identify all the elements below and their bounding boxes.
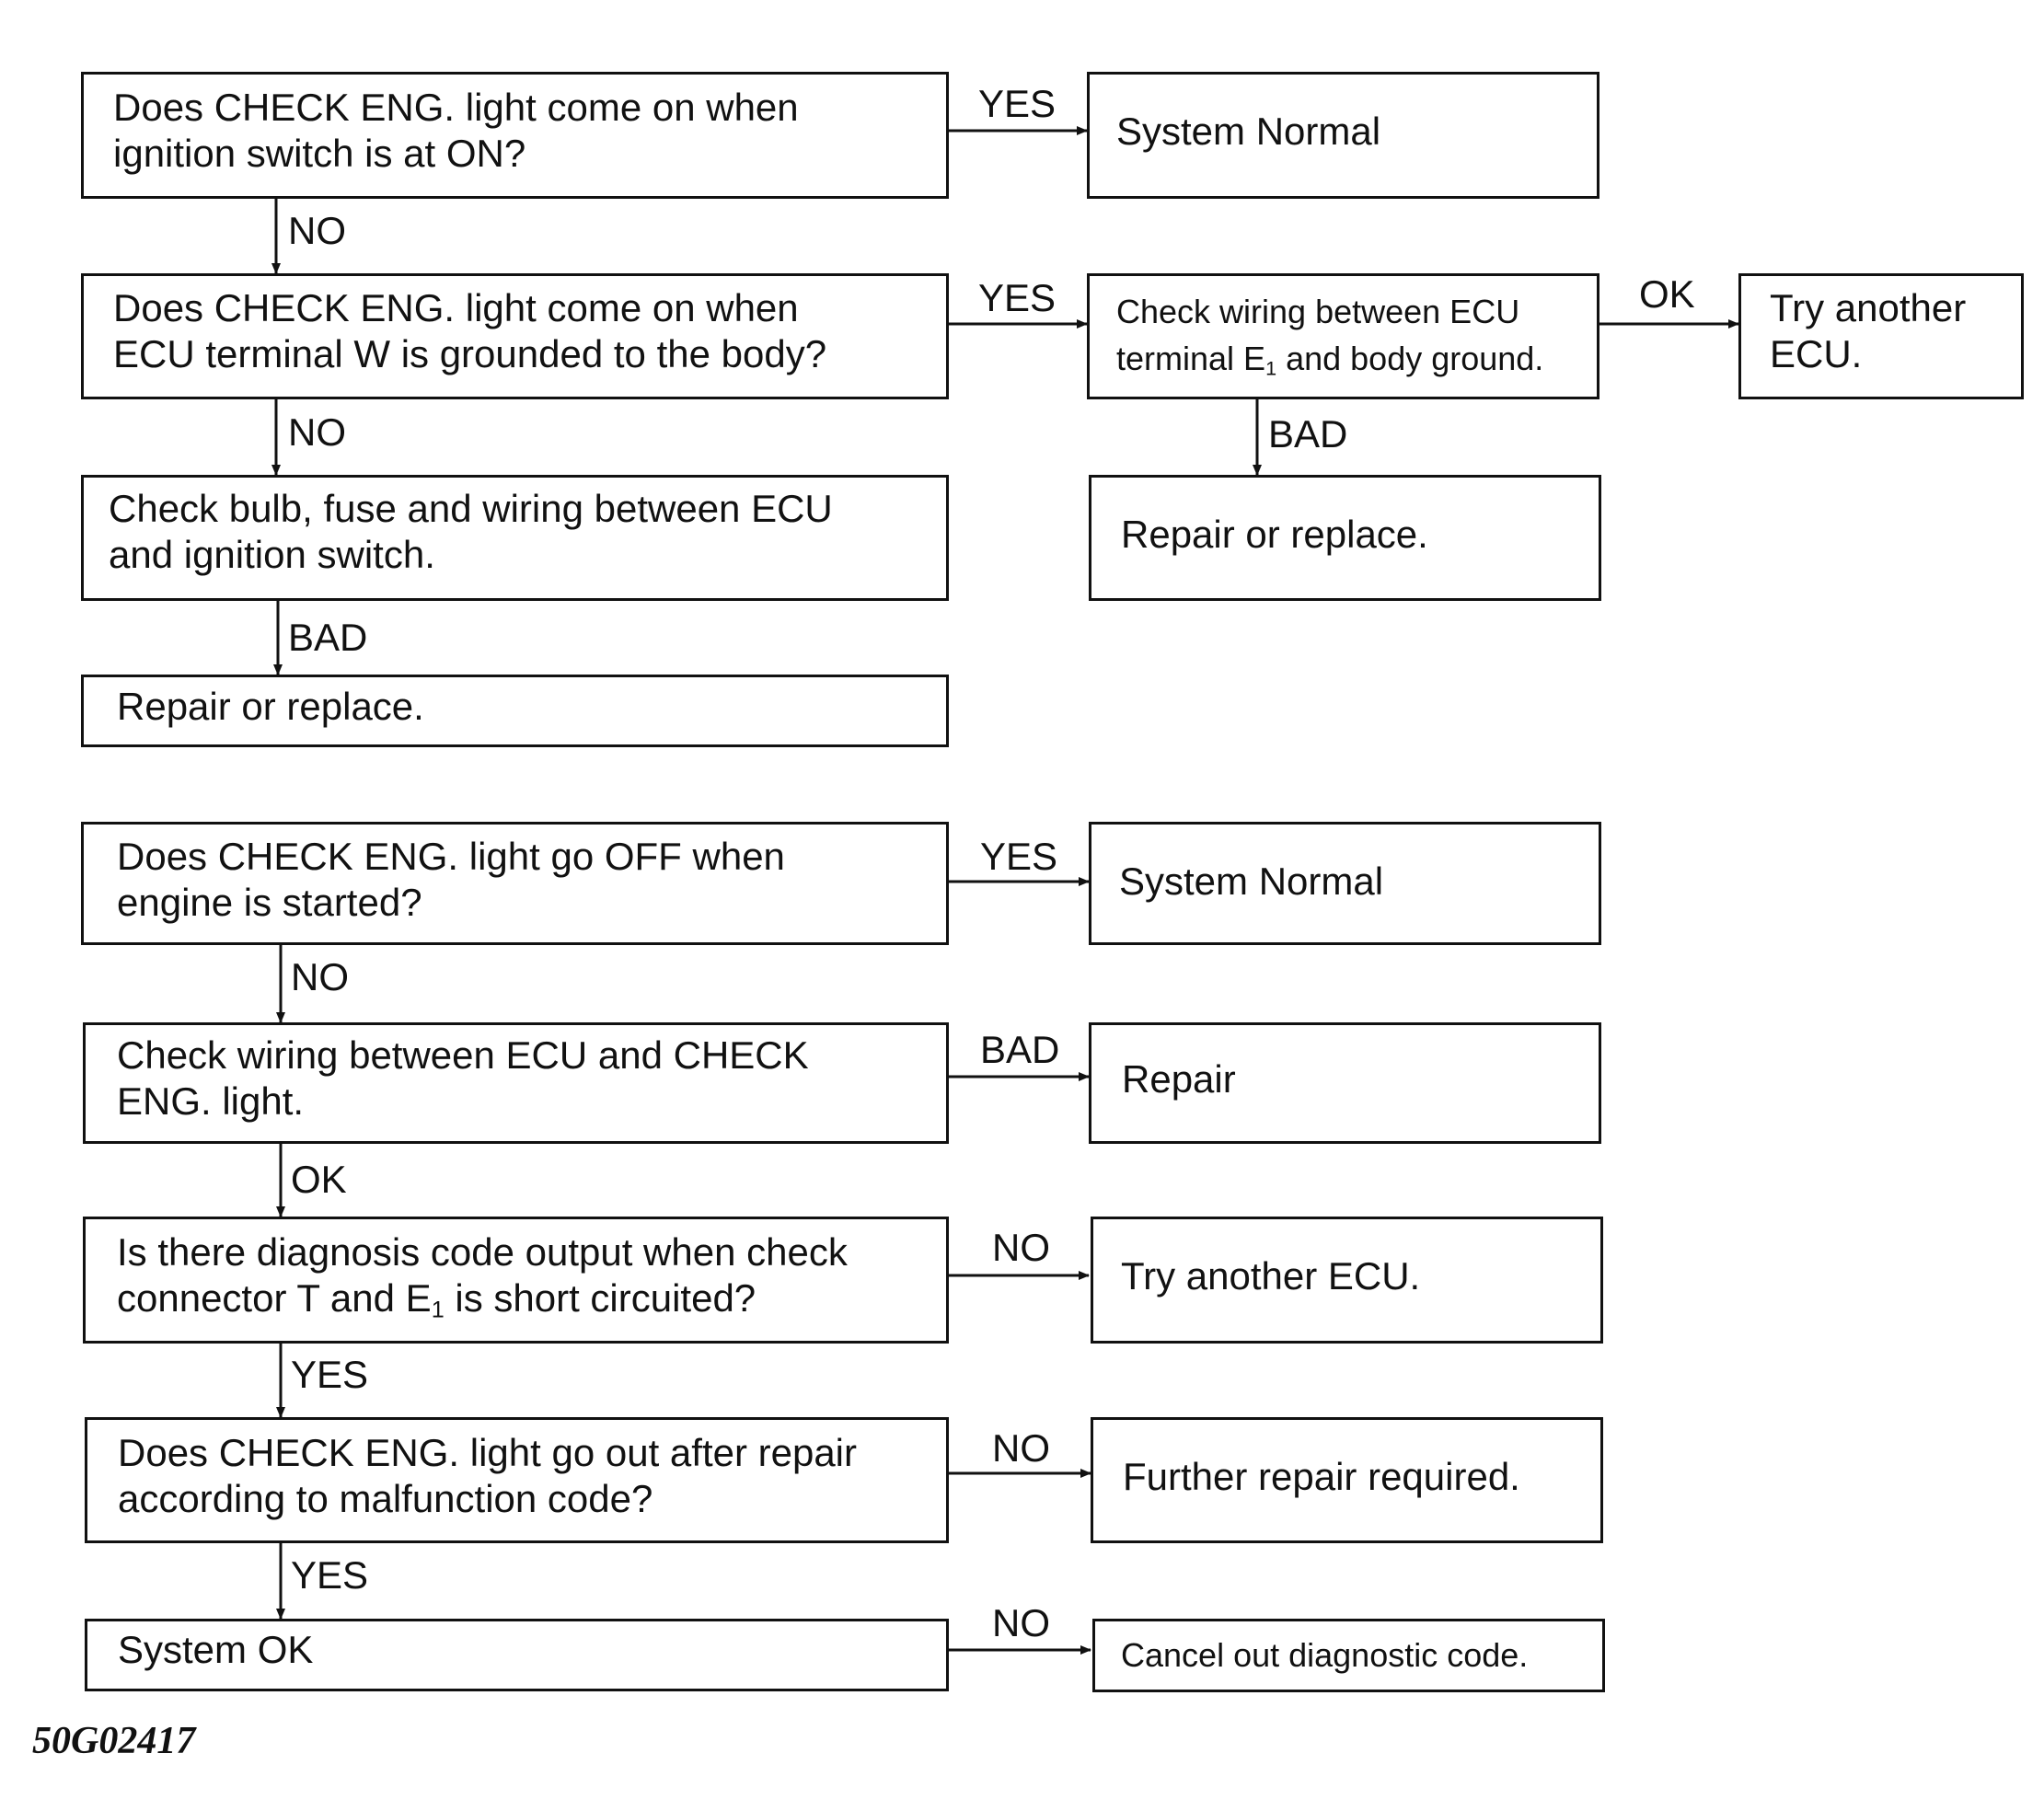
box-q4-diagnosis-code [83, 1217, 949, 1344]
try-ecu-1-line2: ECU. [1770, 332, 1863, 375]
label-wiring-bad: BAD [980, 1028, 1060, 1071]
box-system-normal-1 [1087, 72, 1599, 199]
label-q2-yes: YES [978, 276, 1057, 319]
box-repair [1089, 1022, 1601, 1144]
box-try-another-ecu-2 [1091, 1217, 1603, 1344]
label-q3-yes: YES [980, 835, 1058, 878]
box-system-ok [85, 1619, 949, 1691]
q1-line1: Does CHECK ENG. light come on when [113, 86, 799, 129]
box-q3-engine-started [81, 822, 949, 945]
check-e1-line1: Check wiring between ECU [1116, 293, 1520, 330]
box-q5-after-repair [85, 1417, 949, 1543]
q4-line2: connector T and E1 is short circuited? [117, 1275, 756, 1321]
try-ecu-1-line1: Try another [1770, 286, 1967, 329]
label-q5-yes: YES [291, 1553, 369, 1597]
box-check-e1-wiring [1087, 273, 1599, 399]
check-e1-line2-pre: terminal E [1116, 340, 1266, 377]
box-further-repair [1091, 1417, 1603, 1543]
label-q2-no: NO [288, 410, 346, 454]
q3-line2: engine is started? [117, 881, 422, 924]
repair-replace-left-text: Repair or replace. [117, 685, 424, 728]
system-ok-text: System OK [118, 1628, 314, 1671]
q4-line2-pre: connector T and E [117, 1276, 432, 1320]
check-bulb-line2: and ignition switch. [109, 533, 435, 576]
label-q1-yes: YES [978, 82, 1057, 125]
box-q1-ignition [81, 72, 949, 199]
q1-line2: ignition switch is at ON? [113, 132, 526, 175]
label-e1-bad: BAD [1268, 412, 1348, 456]
label-wiring-ok: OK [291, 1158, 347, 1201]
box-check-wiring-light [83, 1022, 949, 1144]
label-bulb-bad: BAD [288, 616, 368, 659]
check-bulb-line1: Check bulb, fuse and wiring between ECU [109, 487, 833, 530]
figure-id: 50G02417 [32, 1720, 196, 1762]
q5-line1: Does CHECK ENG. light go out after repai… [118, 1431, 858, 1474]
q3-line1: Does CHECK ENG. light go OFF when [117, 835, 785, 878]
check-e1-line2-sub: 1 [1265, 356, 1277, 380]
q2-line2: ECU terminal W is grounded to the body? [113, 332, 827, 375]
system-normal-2-text: System Normal [1119, 859, 1384, 903]
repair-text: Repair [1122, 1057, 1236, 1101]
system-normal-1-text: System Normal [1116, 110, 1381, 153]
box-q2-terminal-w [81, 273, 949, 399]
label-sysok-no: NO [992, 1601, 1050, 1644]
further-repair-text: Further repair required. [1123, 1455, 1520, 1498]
q5-line2: according to malfunction code? [118, 1477, 653, 1520]
repair-replace-right-text: Repair or replace. [1121, 513, 1428, 556]
box-check-bulb-fuse [81, 475, 949, 601]
label-q3-no: NO [291, 955, 349, 998]
check-wiring-line2: ENG. light. [117, 1079, 305, 1123]
label-q4-yes: YES [291, 1353, 369, 1396]
label-q5-no: NO [992, 1426, 1050, 1470]
box-try-another-ecu-1 [1738, 273, 2024, 399]
check-wiring-line1: Check wiring between ECU and CHECK [117, 1033, 809, 1077]
cancel-code-text: Cancel out diagnostic code. [1121, 1636, 1529, 1674]
box-system-normal-2 [1089, 822, 1601, 945]
q4-line2-post: is short circuited? [444, 1276, 756, 1320]
box-repair-replace-right [1089, 475, 1601, 601]
q4-line1: Is there diagnosis code output when chec… [117, 1230, 848, 1274]
box-repair-replace-left [81, 675, 949, 747]
q2-line1: Does CHECK ENG. light come on when [113, 286, 799, 329]
check-e1-line2: terminal E1 and body ground. [1116, 335, 1543, 382]
label-q1-no: NO [288, 209, 346, 252]
box-cancel-code [1092, 1619, 1605, 1692]
try-ecu-2-text: Try another ECU. [1121, 1254, 1421, 1298]
label-e1-ok: OK [1639, 272, 1695, 316]
check-e1-line2-post: and body ground. [1276, 340, 1544, 377]
label-q4-no: NO [992, 1226, 1050, 1269]
q4-line2-sub: 1 [431, 1297, 445, 1323]
